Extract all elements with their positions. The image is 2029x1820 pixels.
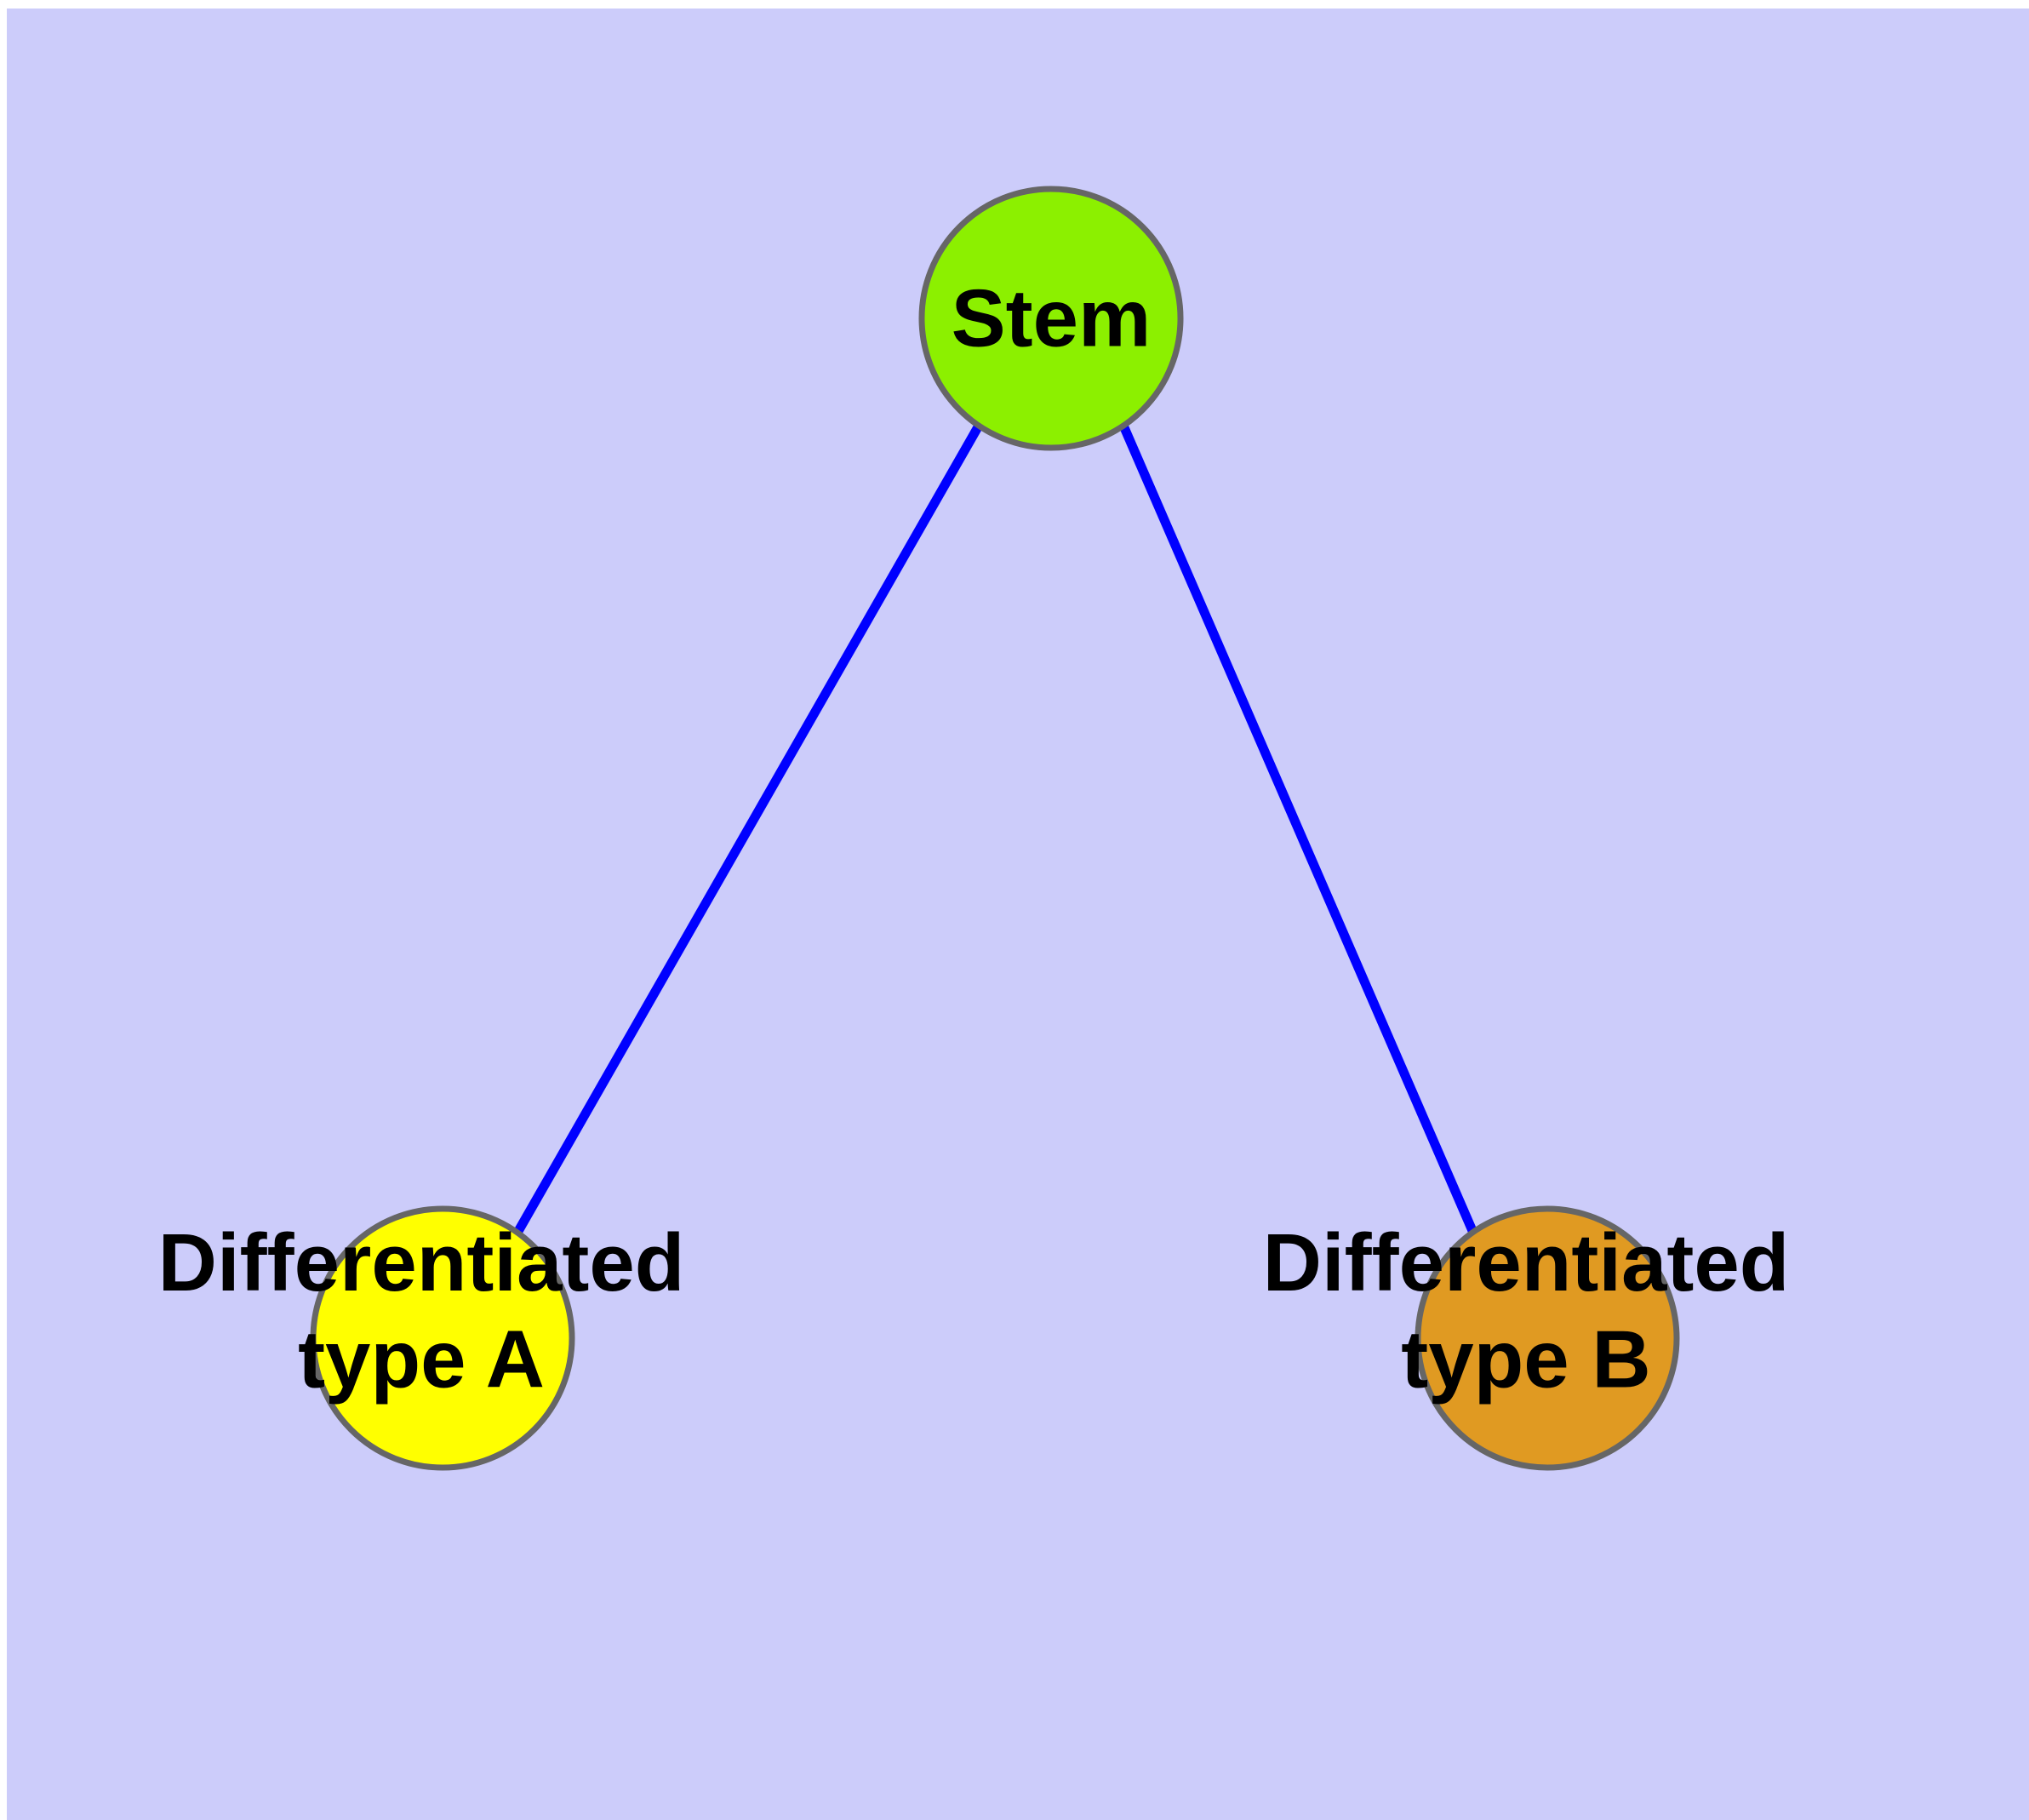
graph-edge-stem-to-diff-a[interactable] <box>513 423 983 1235</box>
graph-node-diff-a[interactable] <box>310 1205 575 1471</box>
edges-layer <box>513 423 1478 1235</box>
graph-node-diff-b[interactable] <box>1415 1205 1680 1471</box>
graph-node-label-line: type B <box>1401 1313 1650 1405</box>
graph-node-label-line: type A <box>298 1313 545 1405</box>
graph-edge-stem-to-diff-b[interactable] <box>1118 423 1478 1235</box>
graph-node-label-line: Differentiated <box>158 1217 685 1308</box>
nodes-layer <box>310 186 1680 1471</box>
graph-node-label-line: Differentiated <box>1263 1217 1790 1308</box>
graph-node-stem[interactable] <box>918 186 1184 451</box>
graph-node-label-line: Stem <box>952 273 1152 364</box>
graph-node-label-stem: Stem <box>952 273 1152 364</box>
